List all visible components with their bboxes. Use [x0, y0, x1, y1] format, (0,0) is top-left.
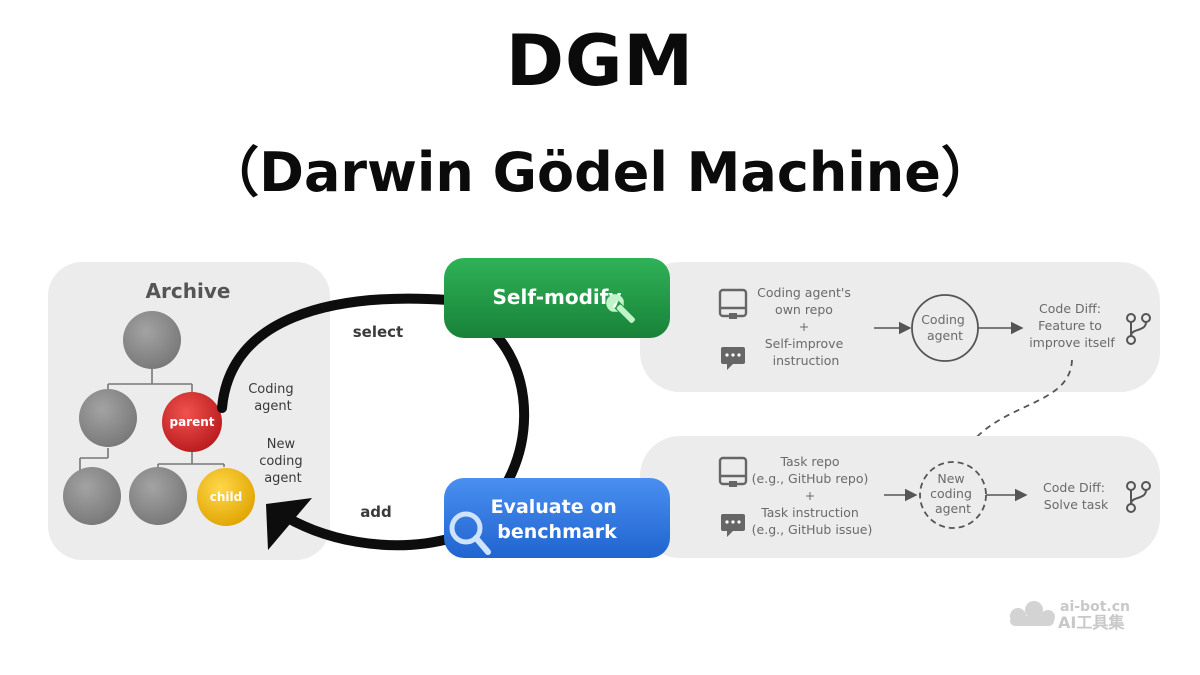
git-branch-icon — [1126, 481, 1151, 513]
magnifier-icon — [449, 511, 491, 555]
page-subtitle: （Darwin Gödel Machine） — [205, 141, 995, 204]
repo-icon — [718, 456, 748, 487]
archive-node — [79, 389, 137, 447]
repo-icon — [718, 288, 748, 319]
new-coding-agent-label: New coding agent — [259, 437, 307, 486]
wrench-icon — [606, 294, 635, 323]
coding-agent-node-text: Coding agent — [921, 312, 969, 343]
parent-node — [162, 392, 222, 452]
page-title: DGM — [505, 20, 695, 102]
archive-node — [63, 467, 121, 525]
chat-icon — [721, 514, 745, 537]
evaluate-repo-text: Task repo (e.g., GitHub repo) + Task ins… — [752, 454, 873, 537]
evaluate-button[interactable] — [444, 478, 670, 558]
chat-icon — [721, 347, 745, 370]
watermark-line1: ai-bot.cn — [1060, 599, 1130, 615]
archive-tree-edges — [79, 368, 225, 472]
self-modify-repo-text: Coding agent's own repo + Self-improve i… — [757, 285, 855, 368]
select-label: select — [353, 323, 403, 341]
child-node-label: child — [210, 490, 242, 504]
evaluate-panel — [640, 436, 1160, 558]
child-node — [197, 468, 255, 526]
archive-node — [129, 467, 187, 525]
parent-node-label: parent — [169, 415, 214, 429]
coding-agent-label: Coding agent — [248, 382, 298, 414]
loop-arrowhead — [266, 498, 312, 550]
watermark-logo-icon — [1010, 601, 1055, 626]
git-branch-icon — [1126, 313, 1151, 345]
self-modify-button-label: Self-modify — [493, 285, 622, 309]
new-coding-agent-node-text: New coding agent — [930, 471, 976, 516]
watermark-line2: AI工具集 — [1058, 613, 1125, 632]
add-label: add — [360, 503, 392, 521]
self-modify-button[interactable] — [444, 258, 670, 338]
evaluate-button-label: Evaluate on benchmark — [491, 496, 624, 543]
self-modify-diff-text: Code Diff: Feature to improve itself — [1029, 301, 1115, 350]
archive-node-root — [123, 311, 181, 369]
archive-label: Archive — [146, 279, 231, 303]
evaluate-diff-text: Code Diff: Solve task — [1043, 480, 1109, 512]
